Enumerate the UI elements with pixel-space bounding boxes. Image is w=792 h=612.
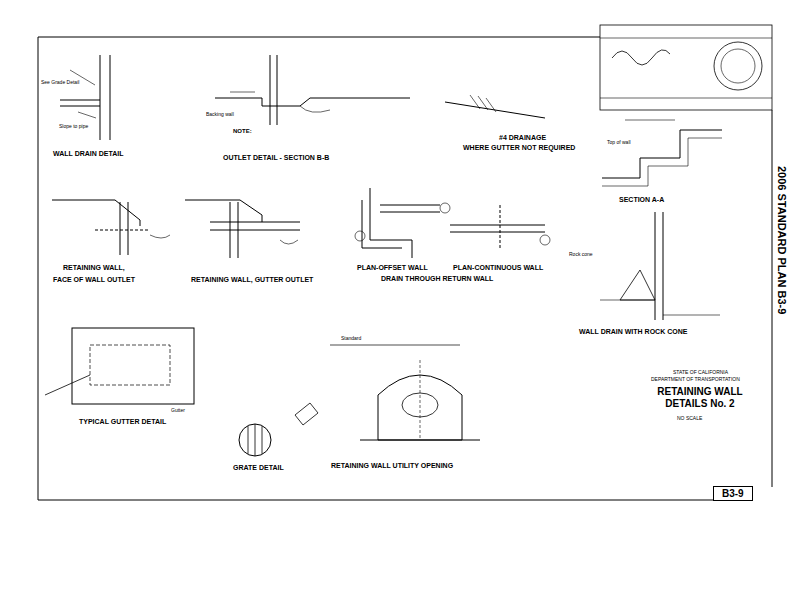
drawing-label: WALL DRAIN DETAIL — [52, 150, 125, 158]
drawing-label: NOTE: — [232, 128, 253, 135]
drawing-label: PLAN-CONTINUOUS WALL — [452, 264, 544, 272]
drawing-label: See Grade Detail — [40, 80, 80, 86]
drawing-label: 2006 STANDARD PLAN B3-9 — [775, 165, 788, 315]
sheet-number-box: B3-9 — [713, 486, 753, 501]
drawing-label: WALL DRAIN WITH ROCK CONE — [578, 328, 688, 336]
drawing-label: Top of wall — [606, 140, 632, 146]
drawing-label: OUTLET DETAIL - SECTION B-B — [222, 154, 330, 162]
drawing-label: DRAIN THROUGH RETURN WALL — [380, 275, 494, 283]
drawing-label: Backing wall — [205, 112, 235, 118]
drawing-label: Standard — [340, 336, 362, 342]
drawing-label: RETAINING WALL, — [62, 264, 126, 272]
title-block-heading: RETAINING WALL DETAILS No. 2 — [640, 386, 760, 410]
drawing-label: NO SCALE — [676, 416, 703, 422]
sheet-number: B3-9 — [722, 488, 744, 499]
drawing-label: TYPICAL GUTTER DETAIL — [78, 418, 167, 426]
drawing-label: DEPARTMENT OF TRANSPORTATION — [650, 377, 741, 383]
drawing-label: FACE OF WALL OUTLET — [52, 276, 136, 284]
drawing-label: Slope to pipe — [58, 124, 89, 130]
drawing-label: Gutter — [170, 408, 186, 414]
drawing-label: RETAINING WALL UTILITY OPENING — [330, 462, 454, 470]
drawing-label: #4 DRAINAGE — [498, 134, 547, 142]
drawing-label: PLAN-OFFSET WALL — [356, 264, 429, 272]
drawing-label: GRATE DETAIL — [232, 464, 285, 472]
drawing-label: Rock cone — [568, 252, 594, 258]
drawing-label: STATE OF CALIFORNIA — [672, 370, 729, 376]
drawing-label: SECTION A-A — [618, 196, 665, 204]
drawing-label: WHERE GUTTER NOT REQUIRED — [462, 144, 576, 152]
drawing-label: RETAINING WALL, GUTTER OUTLET — [190, 276, 314, 284]
